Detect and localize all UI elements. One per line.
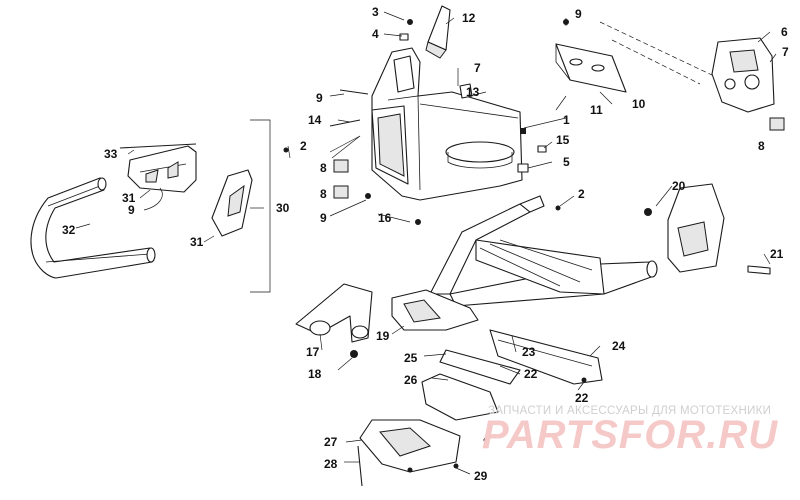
callout-24: 24 xyxy=(612,339,626,353)
callout-13: 13 xyxy=(466,85,480,99)
callout-9c: 9 xyxy=(128,203,135,217)
callout-11: 11 xyxy=(590,103,603,117)
skid-plate-part xyxy=(391,289,479,331)
callout-3: 3 xyxy=(372,5,379,19)
mount-strap-part xyxy=(439,349,521,385)
callout-23: 23 xyxy=(522,345,536,359)
watermark-subtitle: ЗАПЧАСТИ И АКСЕССУАРЫ ДЛЯ МОТОТЕХНИКИ xyxy=(488,405,772,417)
hardware-parts xyxy=(119,19,785,487)
leader-lines xyxy=(75,11,777,475)
callout-9d: 9 xyxy=(320,211,327,225)
callout-labels: 1 2 2 3 4 5 6 7 7 8 8 8 9 9 9 9 10 11 12… xyxy=(62,5,789,483)
watermark-logo: PARTSFOR.RU xyxy=(482,413,779,457)
lower-frame-part xyxy=(429,195,658,307)
callout-8b: 8 xyxy=(320,187,327,201)
callout-6: 6 xyxy=(781,25,788,39)
callout-12: 12 xyxy=(462,11,476,25)
callout-29: 29 xyxy=(474,469,488,483)
callout-2a: 2 xyxy=(300,139,307,153)
callout-31a: 31 xyxy=(122,191,136,205)
bumper-bracket-lower-part xyxy=(211,169,253,237)
callout-5: 5 xyxy=(563,155,570,169)
callout-22a: 22 xyxy=(524,367,538,381)
callout-28: 28 xyxy=(324,457,338,471)
callout-8a: 8 xyxy=(320,161,327,175)
callout-14: 14 xyxy=(308,113,322,127)
callout-7b: 7 xyxy=(782,45,789,59)
spindle-mount-part xyxy=(295,283,373,343)
front-bulkhead-part xyxy=(371,47,523,201)
callout-17: 17 xyxy=(306,345,320,359)
callout-2b: 2 xyxy=(578,187,585,201)
callout-25: 25 xyxy=(404,351,418,365)
callout-30: 30 xyxy=(276,201,290,215)
callout-21: 21 xyxy=(770,247,784,261)
top-plate-part xyxy=(555,43,627,93)
callout-27: 27 xyxy=(324,435,338,449)
callout-26: 26 xyxy=(404,373,418,387)
callout-10: 10 xyxy=(632,97,646,111)
callout-7a: 7 xyxy=(474,61,481,75)
callout-33: 33 xyxy=(104,147,118,161)
callout-9a: 9 xyxy=(575,7,582,21)
callout-31b: 31 xyxy=(190,235,204,249)
callout-32: 32 xyxy=(62,223,76,237)
lower-guard-part xyxy=(359,419,461,473)
callout-15: 15 xyxy=(556,133,570,147)
side-bracket-part xyxy=(667,183,725,273)
callout-20: 20 xyxy=(672,179,686,193)
mount-plate-part xyxy=(425,5,451,59)
callout-18: 18 xyxy=(308,367,322,381)
shield-plate-part xyxy=(421,373,499,421)
front-bumper-part xyxy=(30,177,156,279)
callout-19: 19 xyxy=(376,329,390,343)
bumper-bracket-upper-part xyxy=(127,145,197,193)
callout-22b: 22 xyxy=(575,391,589,405)
steering-bracket-part xyxy=(711,37,775,113)
side-rail-part xyxy=(489,329,603,385)
callout-1: 1 xyxy=(563,113,570,127)
callout-9b: 9 xyxy=(316,91,323,105)
callout-16: 16 xyxy=(378,211,392,225)
callout-4: 4 xyxy=(372,27,379,41)
callout-8c: 8 xyxy=(758,139,765,153)
